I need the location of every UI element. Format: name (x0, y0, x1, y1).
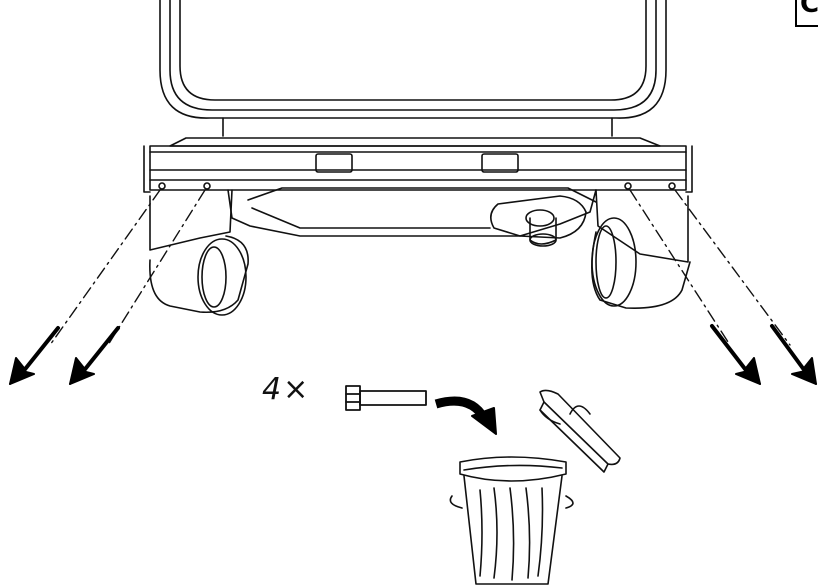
removal-arrows (10, 326, 816, 384)
base-plate (144, 138, 692, 192)
chassis (150, 188, 688, 262)
left-caster-wheel (150, 236, 248, 315)
center-knob (491, 196, 586, 246)
upper-frame (160, 0, 666, 136)
trash-can-icon (450, 457, 573, 584)
arrow-down-icon (772, 326, 816, 384)
arrow-down-icon (712, 326, 760, 384)
screw-holes (159, 183, 675, 189)
arrow-down-icon (10, 328, 58, 384)
trash-lid (540, 390, 620, 472)
page-corner-glyph: C (800, 0, 818, 19)
arrow-down-icon (70, 328, 118, 384)
removal-guide-lines (50, 190, 790, 345)
curved-arrow-icon (436, 401, 496, 434)
bolt-quantity-label: 4× (262, 372, 311, 407)
page-corner-mark: C (795, 0, 818, 27)
right-caster-wheel (592, 218, 690, 308)
bolt-icon (346, 386, 426, 410)
